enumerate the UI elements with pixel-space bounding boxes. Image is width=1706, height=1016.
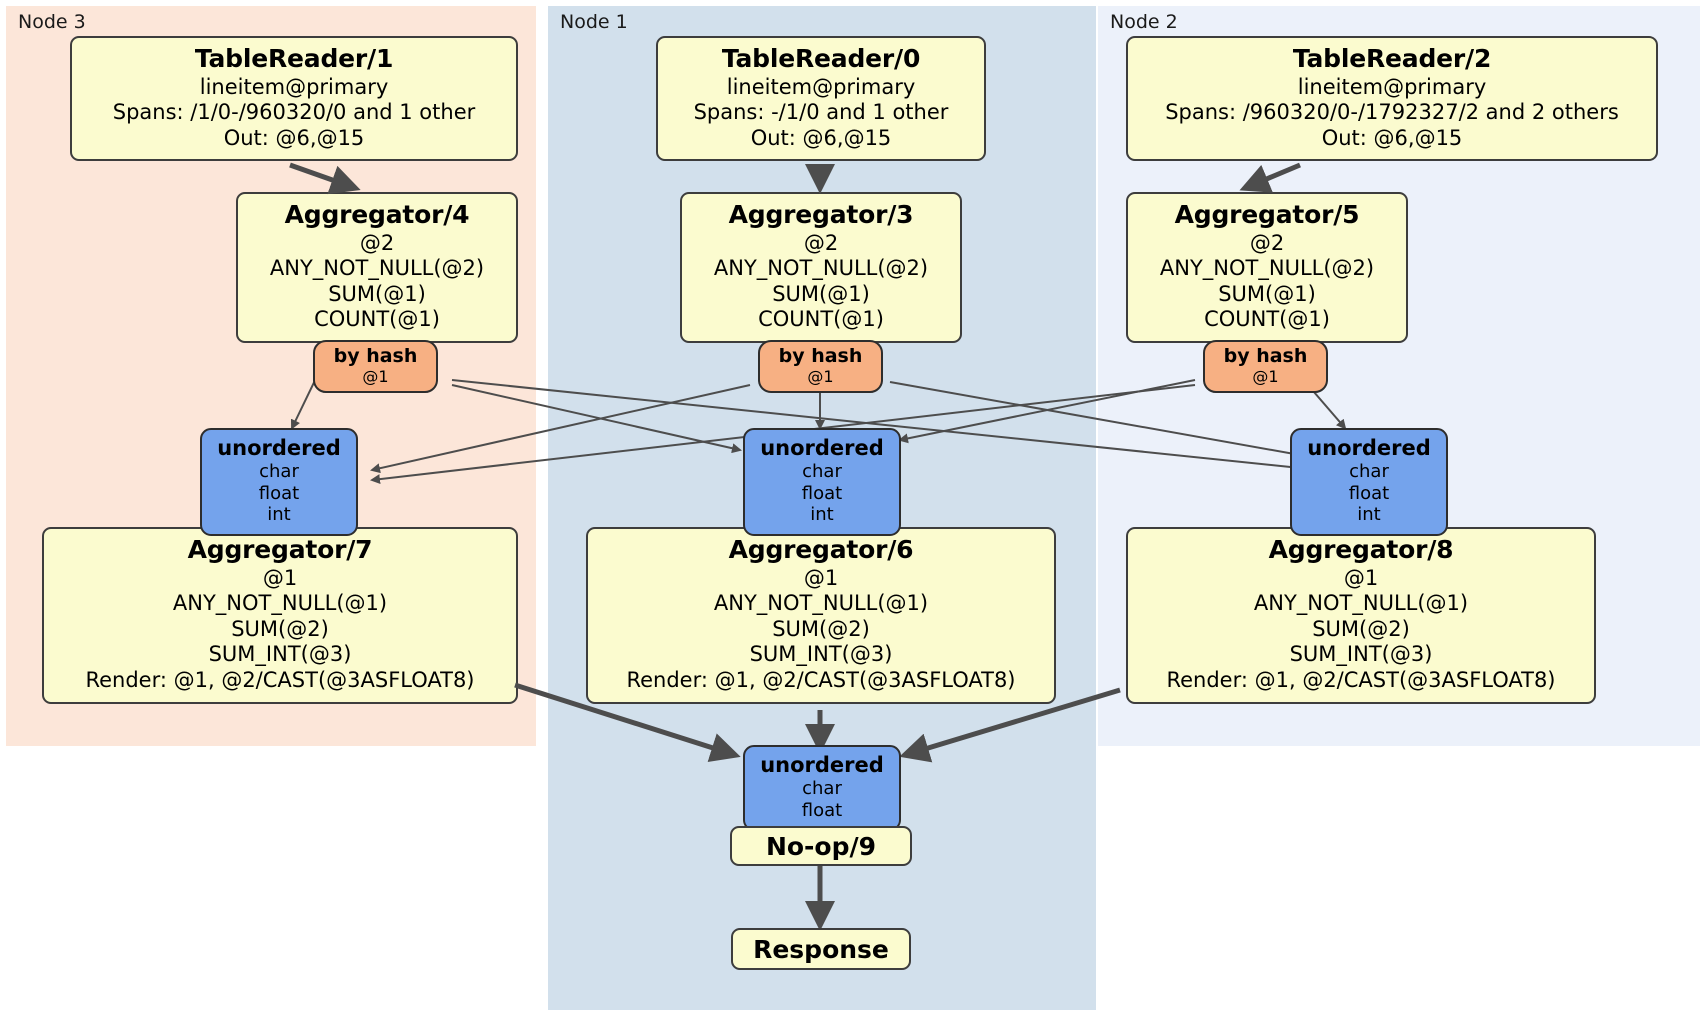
processor-detail: Out: @6,@15 (223, 125, 365, 150)
synchronizer-type: char (259, 461, 299, 483)
processor-detail: lineitem@primary (1297, 74, 1487, 99)
router-by-hash-node-3[interactable]: by hash @1 (313, 340, 438, 394)
processor-render: Render: @1, @2/CAST(@3ASFLOAT8) (1166, 667, 1556, 692)
processor-detail: @1 (803, 565, 839, 590)
processor-render: Render: @1, @2/CAST(@3ASFLOAT8) (85, 667, 475, 692)
processor-detail: @2 (1249, 230, 1285, 255)
processor-title: Aggregator/6 (728, 535, 914, 564)
processor-table-reader-1[interactable]: TableReader/1 lineitem@primary Spans: /1… (70, 36, 518, 162)
router-title: by hash (1223, 345, 1308, 367)
synchronizer-unordered-final[interactable]: unordered char float (743, 745, 901, 832)
processor-detail: SUM_INT(@3) (1289, 642, 1433, 667)
synchronizer-unordered-node-1[interactable]: unordered char float int (743, 428, 901, 536)
router-by-hash-node-1[interactable]: by hash @1 (758, 340, 883, 394)
synchronizer-title: unordered (217, 436, 341, 460)
processor-title: TableReader/0 (721, 44, 921, 73)
processor-detail: SUM_INT(@3) (749, 642, 893, 667)
synchronizer-type: int (267, 504, 291, 526)
synchronizer-type: float (801, 799, 843, 821)
synchronizer-type: char (1349, 461, 1389, 483)
processor-title: TableReader/1 (194, 44, 394, 73)
router-title: by hash (778, 345, 863, 367)
synchronizer-unordered-node-2[interactable]: unordered char float int (1290, 428, 1448, 536)
router-detail: @1 (807, 366, 834, 386)
processor-detail: Spans: /960320/0-/1792327/2 and 2 others (1165, 100, 1619, 125)
processor-aggregator-7[interactable]: Aggregator/7 @1 ANY_NOT_NULL(@1) SUM(@2)… (42, 527, 518, 704)
processor-table-reader-0[interactable]: TableReader/0 lineitem@primary Spans: -/… (656, 36, 986, 162)
processor-detail: ANY_NOT_NULL(@1) (172, 591, 388, 616)
synchronizer-type: float (258, 482, 300, 504)
synchronizer-type: int (810, 504, 834, 526)
processor-detail: @1 (1343, 565, 1379, 590)
processor-detail: ANY_NOT_NULL(@2) (1159, 256, 1375, 281)
processor-detail: @2 (803, 230, 839, 255)
processor-title: Aggregator/7 (187, 535, 373, 564)
router-detail: @1 (1252, 366, 1279, 386)
processor-detail: SUM(@2) (231, 616, 329, 641)
processor-detail: SUM(@1) (772, 281, 870, 306)
processor-detail: Out: @6,@15 (750, 125, 892, 150)
processor-title: No-op/9 (765, 831, 877, 861)
router-title: by hash (333, 345, 418, 367)
processor-table-reader-2[interactable]: TableReader/2 lineitem@primary Spans: /9… (1126, 36, 1658, 162)
router-detail: @1 (362, 366, 389, 386)
processor-detail: COUNT(@1) (758, 307, 884, 332)
processor-detail: SUM(@2) (772, 616, 870, 641)
cluster-label-node-1: Node 1 (560, 11, 628, 33)
synchronizer-type: char (802, 778, 842, 800)
processor-aggregator-8[interactable]: Aggregator/8 @1 ANY_NOT_NULL(@1) SUM(@2)… (1126, 527, 1596, 704)
synchronizer-type: int (1357, 504, 1381, 526)
processor-detail: ANY_NOT_NULL(@1) (1253, 591, 1469, 616)
processor-detail: ANY_NOT_NULL(@2) (269, 256, 485, 281)
processor-detail: ANY_NOT_NULL(@2) (713, 256, 929, 281)
processor-detail: lineitem@primary (726, 74, 916, 99)
processor-detail: SUM(@2) (1312, 616, 1410, 641)
processor-detail: ANY_NOT_NULL(@1) (713, 591, 929, 616)
processor-title: Aggregator/3 (728, 200, 914, 229)
synchronizer-title: unordered (760, 436, 884, 460)
synchronizer-title: unordered (760, 753, 884, 777)
processor-render: Render: @1, @2/CAST(@3ASFLOAT8) (626, 667, 1016, 692)
processor-title: Aggregator/4 (284, 200, 470, 229)
processor-aggregator-4[interactable]: Aggregator/4 @2 ANY_NOT_NULL(@2) SUM(@1)… (236, 192, 518, 343)
synchronizer-type: char (802, 461, 842, 483)
processor-detail: @1 (262, 565, 298, 590)
processor-detail: SUM(@1) (328, 281, 426, 306)
synchronizer-title: unordered (1307, 436, 1431, 460)
processor-detail: SUM(@1) (1218, 281, 1316, 306)
synchronizer-type: float (801, 482, 843, 504)
processor-title: TableReader/2 (1292, 44, 1492, 73)
processor-detail: @2 (359, 230, 395, 255)
processor-title: Response (753, 934, 889, 964)
processor-title: Aggregator/8 (1268, 535, 1454, 564)
processor-detail: Spans: -/1/0 and 1 other (693, 100, 949, 125)
processor-detail: Spans: /1/0-/960320/0 and 1 other (112, 100, 476, 125)
processor-detail: lineitem@primary (199, 74, 389, 99)
processor-aggregator-6[interactable]: Aggregator/6 @1 ANY_NOT_NULL(@1) SUM(@2)… (586, 527, 1056, 704)
processor-aggregator-3[interactable]: Aggregator/3 @2 ANY_NOT_NULL(@2) SUM(@1)… (680, 192, 962, 343)
processor-detail: Out: @6,@15 (1321, 125, 1463, 150)
processor-no-op-9[interactable]: No-op/9 (730, 826, 912, 866)
processor-aggregator-5[interactable]: Aggregator/5 @2 ANY_NOT_NULL(@2) SUM(@1)… (1126, 192, 1408, 343)
processor-response[interactable]: Response (731, 928, 911, 970)
synchronizer-unordered-node-3[interactable]: unordered char float int (200, 428, 358, 536)
processor-detail: COUNT(@1) (1204, 307, 1330, 332)
processor-detail: SUM_INT(@3) (208, 642, 352, 667)
cluster-label-node-3: Node 3 (18, 11, 86, 33)
processor-title: Aggregator/5 (1174, 200, 1360, 229)
processor-detail: COUNT(@1) (314, 307, 440, 332)
router-by-hash-node-2[interactable]: by hash @1 (1203, 340, 1328, 394)
synchronizer-type: float (1348, 482, 1390, 504)
cluster-label-node-2: Node 2 (1110, 11, 1178, 33)
